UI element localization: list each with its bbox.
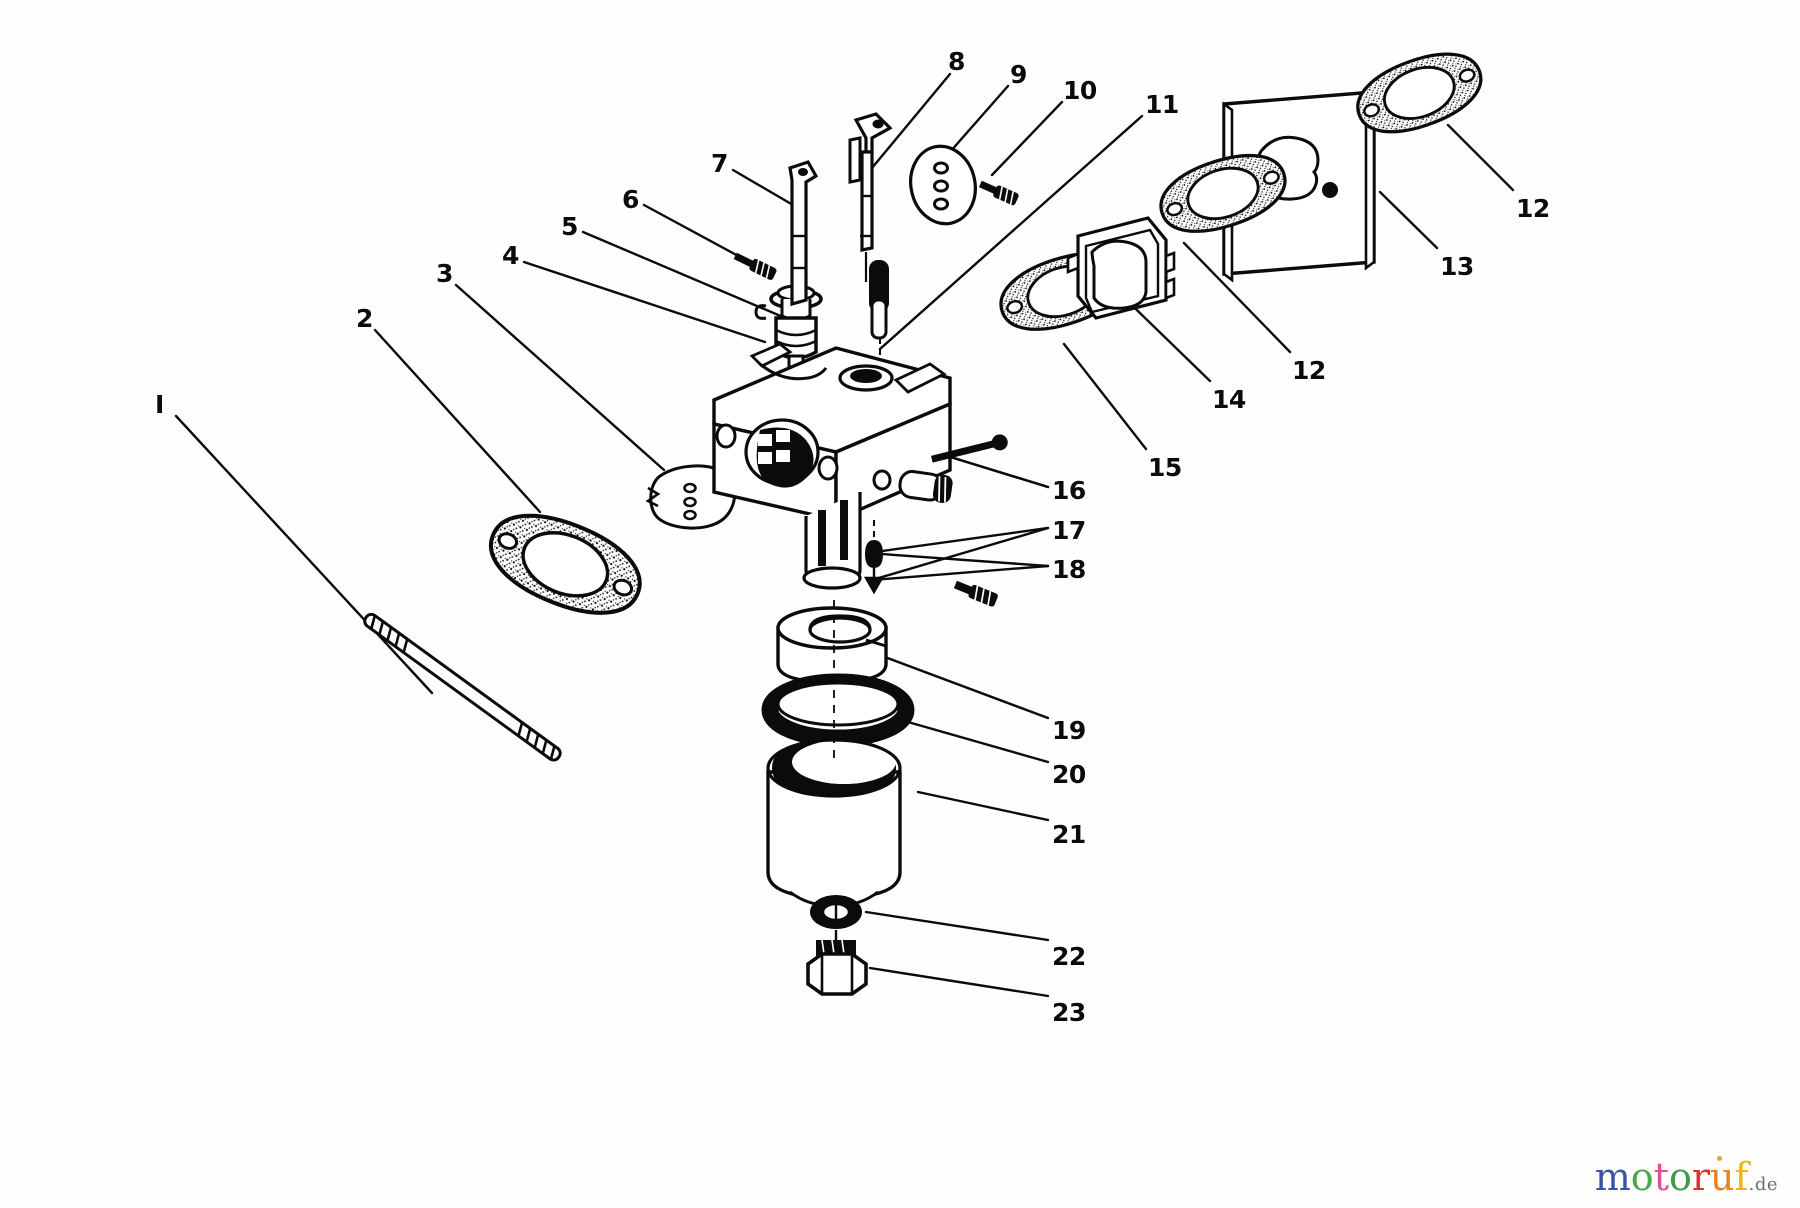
- callout-label-14: 14: [1212, 385, 1246, 414]
- watermark-letter-5: u: [1710, 1155, 1735, 1199]
- part-choke-plate-disc: [909, 144, 977, 226]
- motoruf-watermark: motoruf.de: [1594, 1155, 1778, 1199]
- callout-leader-8: [860, 72, 952, 182]
- part-choke-shaft-screw: [978, 180, 1019, 206]
- watermark-letter-2: t: [1653, 1155, 1669, 1199]
- part-adjusting-pin: [930, 434, 1008, 463]
- watermark-letter-6: f: [1734, 1155, 1749, 1199]
- callout-leader-extra-1: [870, 526, 1050, 582]
- watermark-letter-0: m: [1594, 1155, 1631, 1199]
- callout-label-3: 3: [436, 259, 453, 288]
- callout-leader-5: [581, 230, 792, 322]
- callout-leader-18: [870, 564, 1050, 582]
- callout-label-15: 15: [1148, 453, 1182, 482]
- part-throttle-lever: [788, 160, 819, 307]
- callout-label-9: 9: [1010, 60, 1027, 89]
- part-choke-shaft: [869, 260, 889, 372]
- callout-label-4: 4: [502, 241, 519, 270]
- callout-leader-12: [1446, 123, 1515, 192]
- callout-label-18: 18: [1052, 555, 1086, 584]
- callout-label-2: 2: [356, 304, 373, 333]
- callout-leader-12: [1182, 241, 1292, 354]
- callout-label-10: 10: [1063, 76, 1097, 105]
- watermark-letter-3: o: [1668, 1155, 1692, 1199]
- watermark-letter-1: o: [1630, 1155, 1654, 1199]
- callout-leader-4: [522, 260, 767, 344]
- callout-leader-11: [878, 114, 1144, 351]
- part-choke-lever: [848, 112, 893, 282]
- part-float-collar: [776, 606, 888, 684]
- callout-leader-15: [1062, 342, 1148, 451]
- watermark-tld: .de: [1748, 1174, 1778, 1195]
- callout-leader-3: [454, 283, 666, 472]
- part-float-needle: [863, 520, 885, 595]
- callout-label-23: 23: [1052, 998, 1086, 1027]
- callout-leader-1: [174, 414, 434, 695]
- callout-leader-6: [642, 203, 744, 260]
- callout-label-12: 12: [1292, 356, 1326, 385]
- callout-leader-13: [1378, 190, 1439, 250]
- part-insulator-spacer-block: [1066, 216, 1176, 320]
- callout-label-11: 11: [1145, 90, 1179, 119]
- watermark-letter-4: r: [1691, 1155, 1711, 1199]
- part-bowl-washer: [810, 895, 862, 929]
- callout-label-1: I: [155, 390, 164, 419]
- callout-leader-10: [990, 100, 1064, 177]
- part-mounting-stud: [363, 612, 562, 762]
- watermark-dot: [1717, 1156, 1722, 1161]
- part-carb-gasket-lower: [476, 496, 655, 633]
- part-bowl-screw: [953, 580, 998, 607]
- callout-leader-22: [864, 910, 1050, 942]
- callout-label-7: 7: [711, 149, 728, 178]
- callout-leader-17: [866, 526, 1050, 555]
- callout-label-12: 12: [1516, 194, 1550, 223]
- callout-label-21: 21: [1052, 820, 1086, 849]
- leader-lines: [174, 72, 1515, 998]
- callout-leader-21: [916, 790, 1050, 822]
- callout-leader-2: [373, 328, 542, 514]
- part-bowl-nut: [806, 930, 868, 996]
- callout-label-16: 16: [1052, 476, 1086, 505]
- callout-label-20: 20: [1052, 760, 1086, 789]
- part-screw-small: [733, 252, 777, 280]
- callout-label-19: 19: [1052, 716, 1086, 745]
- callout-leader-7: [731, 168, 795, 207]
- callout-leader-23: [868, 966, 1050, 998]
- callout-label-13: 13: [1440, 252, 1474, 281]
- part-bowl-oring: [761, 673, 915, 747]
- callout-leader-extra-0: [866, 551, 1050, 568]
- callout-label-5: 5: [561, 212, 578, 241]
- callout-leader-extra-2: [942, 453, 1050, 489]
- callout-leader-20: [906, 720, 1050, 764]
- part-insulator-plate: [645, 464, 737, 530]
- callout-label-6: 6: [622, 185, 639, 214]
- callout-label-17: 17: [1052, 516, 1086, 545]
- callout-label-22: 22: [1052, 942, 1086, 971]
- callout-leader-19: [864, 648, 1050, 720]
- part-carburetor-body: [712, 342, 953, 590]
- callout-label-8: 8: [948, 47, 965, 76]
